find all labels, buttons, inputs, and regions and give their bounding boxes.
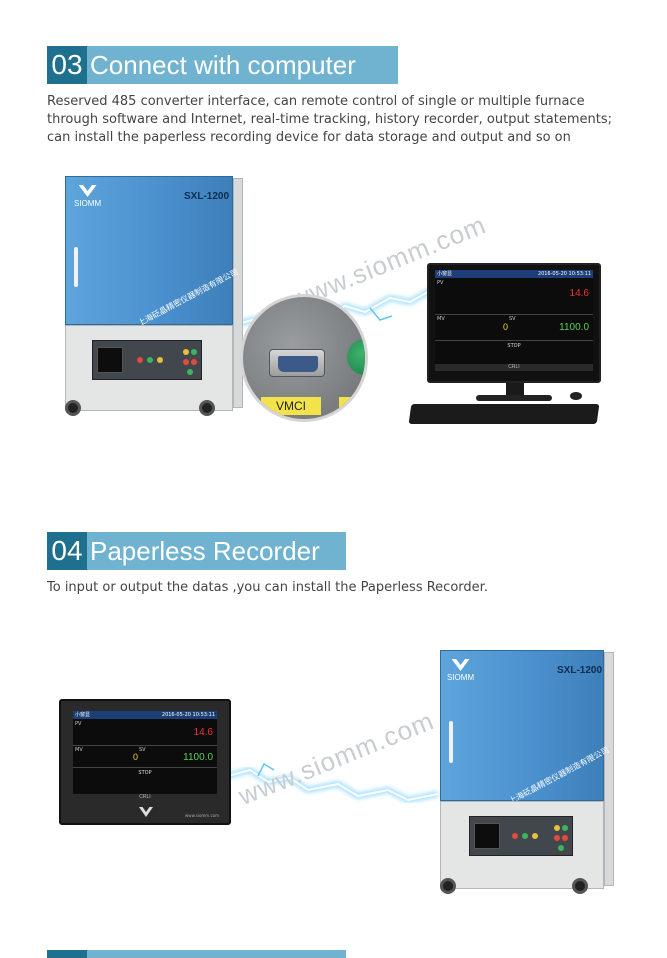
mv-value: 0 (503, 322, 509, 332)
recorder-header-right: 2016-05-20 10:53:11 (161, 712, 215, 718)
screen-button[interactable]: CRLI (435, 364, 593, 371)
indicator-icon (554, 835, 560, 842)
pv-label: PV (437, 280, 444, 286)
furnace-door: SIOMM SXL-1200 上海砭晶精密仪器制造有限公司 (440, 650, 611, 806)
door-handle (449, 721, 453, 763)
siomm-logo-icon (451, 659, 470, 671)
furnace-bottom: SIOMM SXL-1200 上海砭晶精密仪器制造有限公司 (440, 650, 614, 894)
section-04-header: 04 Paperless Recorder (47, 532, 346, 570)
keyboard-icon (408, 404, 600, 424)
furnace-control-area (440, 801, 604, 890)
recorder-sv-label: SV (139, 747, 146, 753)
temperature-display (97, 346, 123, 373)
green-button-icon (522, 833, 528, 840)
indicator-icon (187, 368, 193, 375)
furnace-chinese-name: 上海砭晶精密仪器制造有限公司 (507, 745, 611, 806)
furnace-top: SIOMM SXL-1200 上海砭晶精密仪器制造有限公司 (65, 176, 243, 416)
wheel-icon (65, 400, 81, 416)
temperature-display (474, 823, 500, 850)
recorder-mv-value: 0 (133, 752, 139, 762)
connector-label: VMCI (261, 397, 321, 415)
recorder-pv-label: PV (75, 721, 82, 727)
control-panel (92, 339, 202, 380)
recorder-mv-label: MV (75, 747, 83, 753)
screen-header: 小窗显 2016-05-20 10:53:11 (435, 270, 593, 278)
recorder-logo-icon (139, 807, 153, 817)
furnace-door: SIOMM SXL-1200 上海砭晶精密仪器制造有限公司 (65, 176, 240, 328)
monitor-screen: 小窗显 2016-05-20 10:53:11 PV 14.6 MV SV 0 … (435, 270, 593, 371)
section-04-number: 04 (47, 532, 87, 570)
yellow-button-icon (532, 833, 538, 840)
recorder-pv-value: 14.6 (193, 727, 213, 738)
indicator-icon (191, 358, 197, 365)
furnace-control-area (65, 324, 233, 412)
indicator-icon (554, 825, 560, 832)
furnace-logo: SIOMM (447, 659, 474, 682)
furnace-brand: SIOMM (74, 199, 102, 208)
recorder-header-left: 小窗显 (75, 712, 91, 718)
computer-monitor: 小窗显 2016-05-20 10:53:11 PV 14.6 MV SV 0 … (427, 263, 601, 383)
section-03-number: 03 (47, 46, 87, 84)
recorder-screen-button[interactable]: CRLI (73, 794, 217, 801)
section-05-header-partial (47, 950, 346, 958)
section-03-header: 03 Connect with computer (47, 46, 398, 84)
paperless-recorder: 小窗显 2016-05-20 10:53:11 PV 14.6 MV SV 0 … (59, 699, 231, 825)
furnace-brand: SIOMM (447, 673, 475, 682)
lightning-link-bottom (228, 762, 439, 804)
indicator-icon (562, 835, 568, 842)
indicator-icon (183, 358, 189, 365)
section-04-description: To input or output the datas ,you can in… (47, 580, 488, 595)
connector-zoom: VMCI (240, 294, 368, 422)
furnace-chinese-name: 上海砭晶精密仪器制造有限公司 (136, 267, 240, 328)
furnace-model: SXL-1200 (557, 665, 603, 676)
indicator-icon (562, 825, 568, 832)
indicator-icon (558, 845, 564, 852)
furnace-model: SXL-1200 (184, 191, 230, 202)
control-panel (469, 816, 573, 857)
indicator-icon (183, 348, 189, 355)
sv-value: 1100.0 (559, 322, 589, 333)
screen-header-left: 小窗显 (437, 271, 453, 277)
sv-label: SV (509, 316, 516, 322)
siomm-logo-icon (78, 185, 97, 197)
monitor-stand (506, 383, 524, 397)
section-04-title: Paperless Recorder (87, 532, 346, 570)
green-knob-icon (347, 339, 365, 375)
yellow-button-icon (157, 356, 163, 363)
wheel-icon (199, 400, 215, 416)
recorder-status-text: STOP (138, 770, 152, 776)
green-button-icon (147, 356, 153, 363)
mv-label: MV (437, 316, 445, 322)
door-handle (74, 247, 78, 287)
recorder-sv-value: 1100.0 (183, 752, 213, 763)
screen-header-right: 2016-05-20 10:53:11 (537, 271, 591, 277)
indicator-icon (191, 348, 197, 355)
red-button-icon (512, 833, 518, 840)
serial-port-icon (269, 349, 325, 377)
recorder-screen: 小窗显 2016-05-20 10:53:11 PV 14.6 MV SV 0 … (73, 711, 217, 801)
wheel-icon (440, 878, 456, 894)
mouse-icon (570, 392, 582, 400)
pv-value: 14.6 (569, 288, 589, 299)
label-tag (339, 397, 365, 415)
recorder-url: www.siomm.com (185, 813, 219, 818)
red-button-icon (137, 356, 143, 363)
furnace-logo: SIOMM (74, 185, 101, 208)
recorder-screen-header: 小窗显 2016-05-20 10:53:11 (73, 711, 217, 719)
monitor-base (476, 395, 552, 401)
wheel-icon (572, 878, 588, 894)
section-03-title: Connect with computer (87, 46, 398, 84)
section-03-description: Reserved 485 converter interface, can re… (47, 94, 612, 145)
status-text: STOP (507, 343, 521, 349)
